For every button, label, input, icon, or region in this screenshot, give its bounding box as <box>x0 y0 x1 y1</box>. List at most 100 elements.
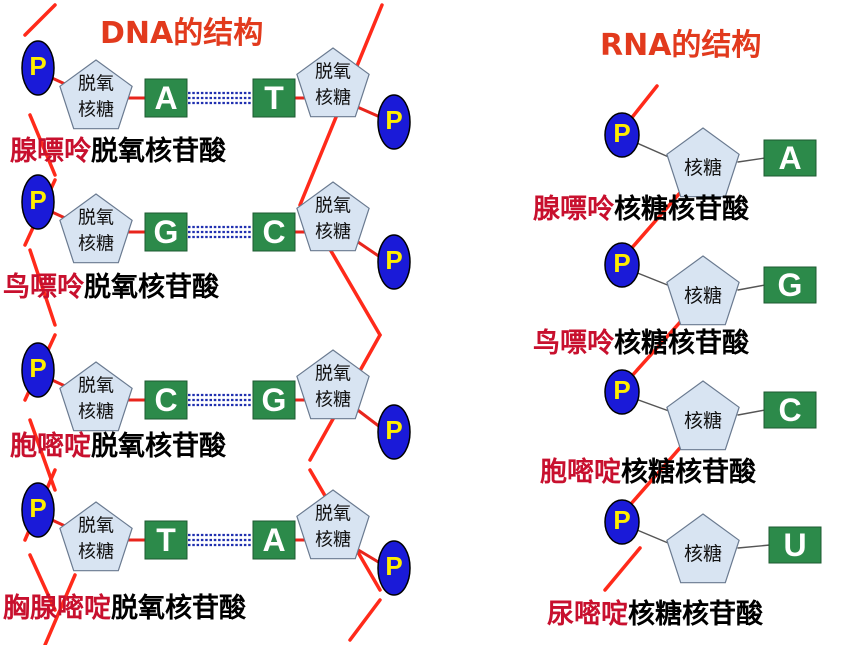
dna-left-phosphate-3 <box>21 482 55 538</box>
dna-left-sugar-0-line1: 脱氧 <box>78 74 114 95</box>
rna-bond-b-0 <box>737 157 766 163</box>
rna-sugar-label-0: 核糖 <box>684 157 722 179</box>
dna-right-sugar-3-line1: 脱氧 <box>315 504 351 525</box>
rna-phosphate-0 <box>604 112 640 158</box>
dna-left-base-2-letter: C <box>154 382 177 418</box>
dna-left-phosphate-3-letter: P <box>29 493 46 523</box>
dna-left-backbone-3-1 <box>28 553 57 612</box>
rna-bond-b-2 <box>737 409 766 416</box>
dna-label-0: 腺嘌呤脱氧核苷酸 <box>10 138 226 165</box>
rna-sugar-2 <box>666 380 740 451</box>
rna-phosphate-3 <box>604 499 640 545</box>
rna-phosphate-1 <box>604 242 640 288</box>
rna-phosphate-2 <box>604 369 640 415</box>
dna-right-sugar-1 <box>296 181 370 252</box>
dna-left-sugar-2 <box>59 361 133 432</box>
dna-right-phosphate-2 <box>377 404 411 460</box>
dna-left-base-3-letter: T <box>156 522 176 558</box>
dna-suffix-0: 脱氧核苷酸 <box>91 136 226 167</box>
dna-left-sugar-3-line2: 核糖 <box>78 542 114 563</box>
rna-bond-b-3 <box>737 544 771 549</box>
dna-right-phosphate-0-letter: P <box>385 105 402 135</box>
dna-right-bond-p-3 <box>353 546 382 565</box>
dna-right-sugar-1-line2: 核糖 <box>315 222 351 243</box>
rna-sugar-label-3: 核糖 <box>684 543 722 565</box>
rna-title: RNA的结构 <box>600 28 762 63</box>
dna-right-sugar-3-line2: 核糖 <box>315 530 351 551</box>
dna-right-sugar-0 <box>296 47 370 118</box>
dna-left-base-1 <box>144 212 188 252</box>
dna-right-base-1-letter: C <box>262 214 285 250</box>
dna-suffix-1: 脱氧核苷酸 <box>84 272 219 303</box>
dna-title: DNA的结构 <box>100 16 264 51</box>
dna-right-phosphate-1-letter: P <box>385 245 402 275</box>
rna-base-3-letter: U <box>783 527 806 563</box>
rna-base-1 <box>763 266 817 304</box>
dna-left-sugar-3 <box>59 501 133 572</box>
dna-left-sugar-1-line1: 脱氧 <box>78 208 114 229</box>
dna-right-base-2 <box>252 380 296 420</box>
rna-backbone-4 <box>603 546 642 592</box>
dna-base-name-0: 腺嘌呤 <box>10 136 91 167</box>
rna-suffix-1: 核糖核苷酸 <box>614 328 749 359</box>
dna-left-base-0-letter: A <box>154 80 177 116</box>
dna-left-phosphate-2-letter: P <box>29 353 46 383</box>
rna-phosphate-letter-1: P <box>613 248 630 278</box>
rna-sugar-label-2: 核糖 <box>684 410 722 432</box>
dna-right-phosphate-3-letter: P <box>385 551 402 581</box>
rna-label-2: 胞嘧啶核糖核苷酸 <box>540 459 756 486</box>
dna-left-phosphate-0 <box>21 40 55 96</box>
dna-right-base-1 <box>252 212 296 252</box>
dna-suffix-3: 脱氧核苷酸 <box>111 593 246 624</box>
dna-right-sugar-3 <box>296 489 370 560</box>
rna-label-1: 鸟嘌呤核糖核苷酸 <box>533 330 749 357</box>
rna-phosphate-letter-0: P <box>613 118 630 148</box>
dna-base-name-3: 胸腺嘧啶 <box>3 593 111 624</box>
rna-base-name-0: 腺嘌呤 <box>533 194 614 225</box>
dna-label-1: 鸟嘌呤脱氧核苷酸 <box>3 274 219 301</box>
rna-phosphate-letter-3: P <box>613 505 630 535</box>
rna-sugar-1 <box>666 255 740 326</box>
dna-base-name-2: 胞嘧啶 <box>10 431 91 462</box>
rna-suffix-0: 核糖核苷酸 <box>614 194 749 225</box>
dna-left-backbone-1-1 <box>28 248 57 327</box>
rna-base-0 <box>763 139 817 177</box>
rna-base-2-letter: C <box>778 392 801 428</box>
rna-backbone-0 <box>628 84 659 122</box>
dna-right-sugar-2-line2: 核糖 <box>315 390 351 411</box>
rna-label-3: 尿嘧啶核糖核苷酸 <box>547 601 763 628</box>
dna-left-backbone-0-0 <box>23 3 57 37</box>
dna-left-sugar-1 <box>59 193 133 264</box>
rna-bond-b-1 <box>737 284 766 291</box>
dna-left-backbone-0-1 <box>28 113 57 177</box>
dna-left-phosphate-1 <box>21 174 55 230</box>
rna-base-2 <box>763 391 817 429</box>
dna-right-phosphate-2-letter: P <box>385 415 402 445</box>
dna-right-bond-p-0 <box>353 104 382 119</box>
dna-left-sugar-2-line2: 核糖 <box>78 402 114 423</box>
dna-left-phosphate-0-letter: P <box>29 51 46 81</box>
dna-right-base-0 <box>252 78 296 118</box>
rna-base-0-letter: A <box>778 140 801 176</box>
dna-right-sugar-0-line1: 脱氧 <box>315 62 351 83</box>
dna-suffix-2: 脱氧核苷酸 <box>91 431 226 462</box>
dna-left-base-2 <box>144 380 188 420</box>
dna-right-sugar-0-line2: 核糖 <box>315 88 351 109</box>
rna-suffix-3: 核糖核苷酸 <box>628 599 763 630</box>
dna-left-phosphate-2 <box>21 342 55 398</box>
dna-right-sugar-2-line1: 脱氧 <box>315 364 351 385</box>
rna-base-name-1: 鸟嘌呤 <box>533 328 614 359</box>
dna-right-sugar-1-line1: 脱氧 <box>315 196 351 217</box>
dna-right-bond-p-2 <box>353 406 382 429</box>
dna-right-phosphate-0 <box>377 94 411 150</box>
rna-sugar-label-1: 核糖 <box>684 285 722 307</box>
dna-right-base-0-letter: T <box>264 80 284 116</box>
rna-sugar-3 <box>666 513 740 584</box>
dna-left-base-0 <box>144 78 188 118</box>
dna-left-sugar-3-line1: 脱氧 <box>78 516 114 537</box>
rna-base-3 <box>768 526 822 564</box>
dna-left-sugar-2-line1: 脱氧 <box>78 376 114 397</box>
rna-base-1-letter: G <box>778 267 803 303</box>
